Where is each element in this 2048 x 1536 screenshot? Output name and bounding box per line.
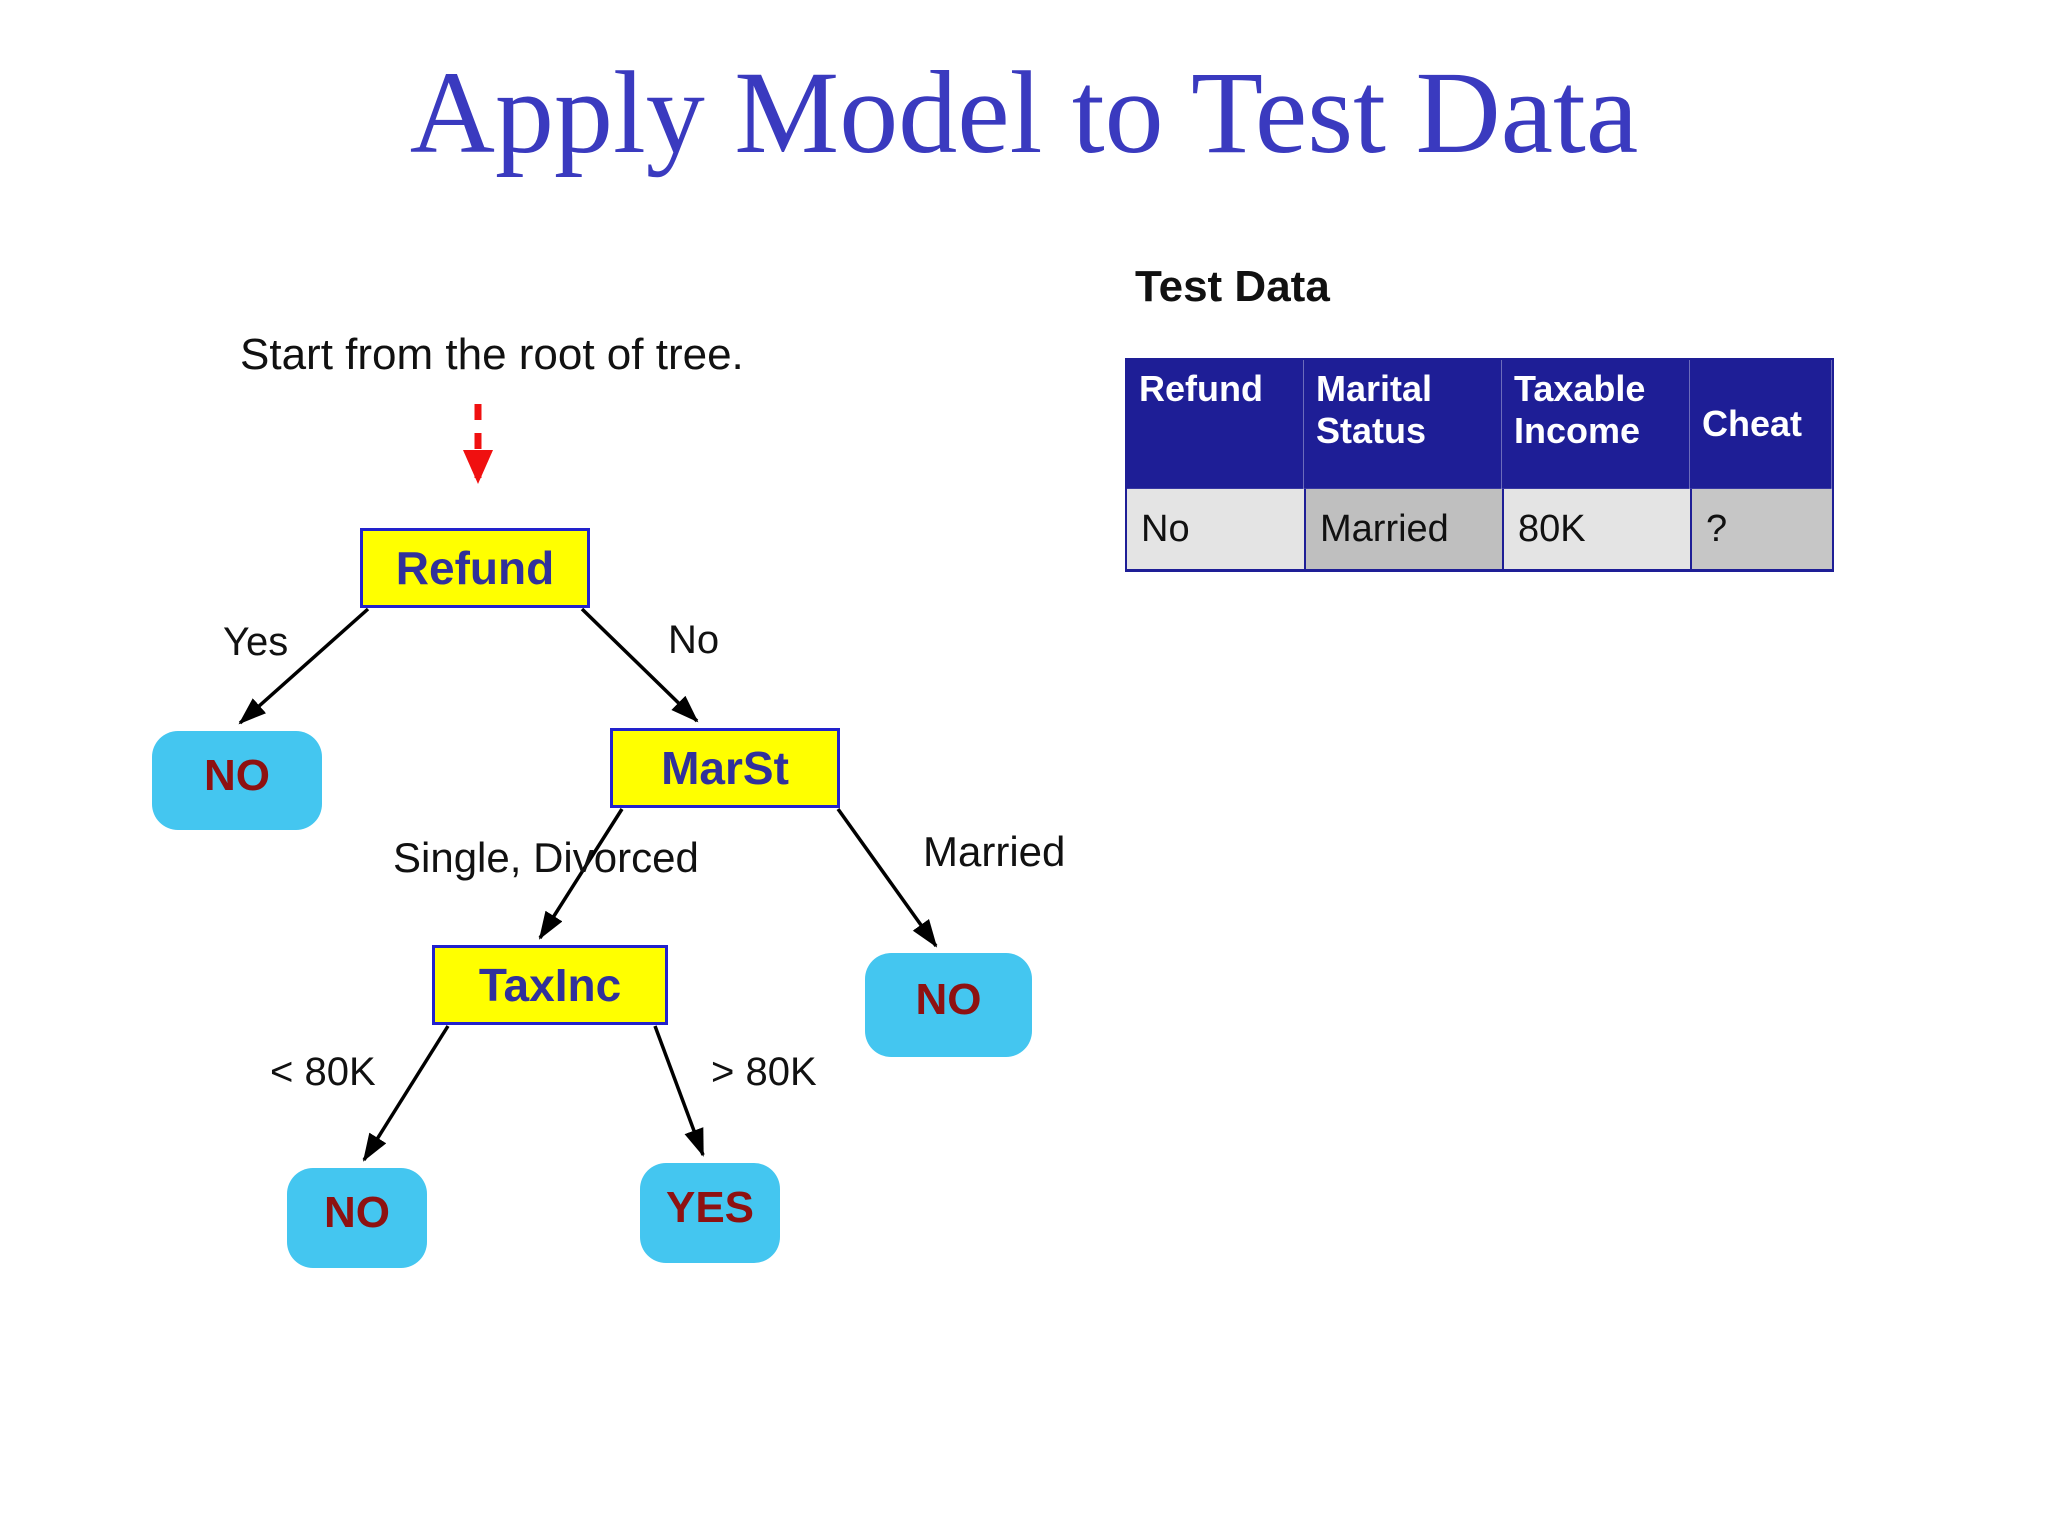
edge-label-gt-80k: > 80K: [711, 1050, 817, 1094]
edge-label-yes: Yes: [223, 620, 289, 664]
edge-label-single-divorced: Single, Divorced: [393, 834, 699, 881]
cell-cheat-value: ?: [1690, 489, 1832, 569]
page-title: Apply Model to Test Data: [409, 47, 1639, 178]
edge-line-taxinc-lt80k: [362, 1025, 450, 1162]
edge-line-marst-married: [836, 807, 938, 948]
test-data-heading: Test Data: [1135, 262, 1330, 311]
node-refund: Refund: [360, 528, 590, 608]
column-header-refund: Refund: [1127, 360, 1304, 489]
edge-label-lt-80k: < 80K: [270, 1050, 376, 1094]
column-header-cheat: Cheat: [1690, 360, 1832, 489]
leaf-no-low-income: NO: [287, 1168, 427, 1268]
leaf-no-married: NO: [865, 953, 1032, 1057]
column-header-taxable-income: Taxable Income: [1502, 360, 1690, 489]
leaf-yes-high-income: YES: [640, 1163, 780, 1263]
cell-taxable-income-value: 80K: [1502, 489, 1690, 569]
edge-label-married: Married: [923, 828, 1066, 875]
edge-label-no: No: [668, 618, 720, 662]
cell-refund-value: No: [1127, 489, 1304, 569]
cell-marital-status-value: Married: [1304, 489, 1502, 569]
leaf-no-refund-yes: NO: [152, 731, 322, 830]
column-header-marital-status: Marital Status: [1304, 360, 1502, 489]
node-marst: MarSt: [610, 728, 840, 808]
instruction-text: Start from the root of tree.: [240, 330, 744, 379]
edge-line-taxinc-gt80k: [653, 1025, 705, 1157]
test-data-table: Refund Marital Status Taxable Income Che…: [1125, 358, 1834, 572]
node-taxinc: TaxInc: [432, 945, 668, 1025]
